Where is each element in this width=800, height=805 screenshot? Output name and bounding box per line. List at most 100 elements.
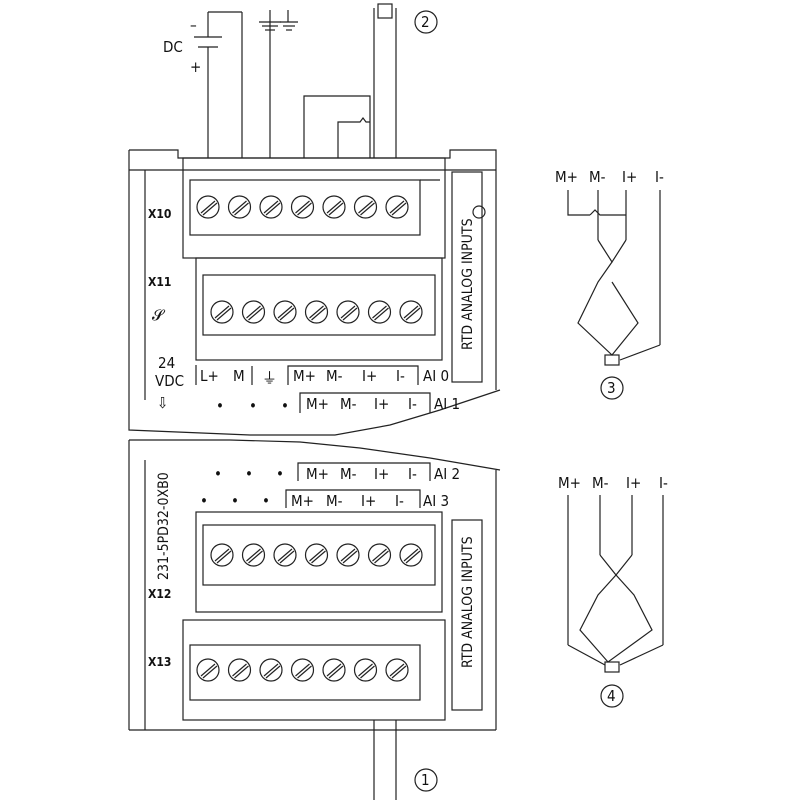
screw-slot	[263, 663, 279, 677]
screw-slot	[297, 665, 312, 679]
ai1-iplus: I+	[374, 395, 389, 413]
screw-slot	[214, 305, 230, 319]
dc-label: DC	[163, 38, 183, 56]
screw-x12-icon	[210, 543, 234, 567]
screw-slot	[279, 550, 295, 564]
dot-marker: •	[276, 465, 284, 483]
connector-x13: X13	[148, 655, 171, 669]
ai2-mminus: M-	[340, 465, 357, 483]
callout-4: 4	[607, 687, 616, 705]
screw-x12-icon	[241, 543, 266, 567]
screw-x11-icon	[241, 300, 266, 324]
ai1-mminus: M-	[340, 395, 357, 413]
screw-x13-icon	[385, 658, 409, 682]
screw-slot	[358, 663, 373, 677]
screw-slot	[374, 550, 389, 564]
ai3-iplus: I+	[361, 492, 376, 510]
screw-slot	[200, 663, 216, 677]
callout-circle-1	[414, 768, 438, 792]
dc-supply-symbol	[194, 11, 243, 158]
channel-ai1: AI 1	[434, 395, 460, 413]
screw-slot	[200, 200, 216, 214]
side-label-top: RTD ANALOG INPUTS	[460, 218, 476, 350]
rtd-wiring-4	[567, 495, 664, 673]
screw-slot	[372, 548, 387, 562]
screw-slot	[360, 202, 375, 216]
screw-slot	[277, 548, 293, 562]
ai0-mminus: M-	[326, 367, 343, 385]
screw-slot	[340, 548, 356, 562]
rtd3-iminus: I-	[655, 168, 664, 186]
module-housing-top	[128, 149, 501, 436]
screw-x11-icon	[336, 300, 360, 324]
siemens-logo-icon: 𝓢	[152, 306, 166, 324]
screw-slot	[263, 200, 279, 214]
screw-slot	[248, 550, 263, 564]
dot-marker: •	[214, 465, 222, 483]
screw-slot	[403, 548, 419, 562]
cable-callout-2	[303, 3, 397, 158]
callout-3: 3	[607, 379, 616, 397]
screw-slot	[248, 307, 263, 321]
callout-1: 1	[421, 771, 430, 789]
ai2-mplus: M+	[306, 465, 329, 483]
ai0-mplus: M+	[293, 367, 316, 385]
screw-slot	[277, 305, 293, 319]
screw-slot	[405, 550, 421, 564]
ai0-iplus: I+	[362, 367, 377, 385]
screw-slot	[246, 548, 261, 562]
screw-slot	[342, 307, 358, 321]
screw-slot	[374, 307, 389, 321]
side-label-bottom: RTD ANALOG INPUTS	[460, 536, 476, 668]
ai1-iminus: I-	[408, 395, 417, 413]
screw-x11-icon	[304, 300, 329, 324]
screw-slot	[216, 550, 232, 564]
term-m: M	[233, 367, 245, 385]
dc-minus: –	[190, 16, 197, 34]
screw-x11-icon	[210, 300, 234, 324]
screw-slot	[311, 307, 326, 321]
callout-circle-3	[600, 376, 624, 400]
screw-slot	[326, 200, 342, 214]
screw-slot	[246, 305, 261, 319]
channel-ai0: AI 0	[423, 367, 449, 385]
channel-ai3: AI 3	[423, 492, 449, 510]
screw-x10-icon	[227, 195, 252, 219]
screw-slot	[309, 305, 324, 319]
channel-ai2: AI 2	[434, 465, 460, 483]
screw-slot	[405, 307, 421, 321]
screw-slot	[234, 202, 249, 216]
dot-marker: •	[231, 492, 239, 510]
screw-slot	[232, 663, 247, 677]
down-arrow-icon: ⇩	[157, 394, 168, 412]
screw-x13-icon	[322, 658, 346, 682]
rtd4-mplus: M+	[558, 474, 581, 492]
screw-x12-icon	[273, 543, 297, 567]
callout-circle-4	[600, 684, 624, 708]
screw-x10-icon	[322, 195, 346, 219]
screw-x10-icon	[196, 195, 220, 219]
ground-icon: ⏚	[262, 369, 277, 387]
connector-x11: X11	[148, 275, 171, 289]
screw-slot	[295, 200, 310, 214]
screw-x13-icon	[227, 658, 252, 682]
ai2-iminus: I-	[408, 465, 417, 483]
part-number: 231-5PD32-0XB0	[156, 472, 172, 580]
screw-slot	[328, 665, 344, 679]
screw-x12-icon	[336, 543, 360, 567]
ground-symbol	[259, 10, 281, 158]
screw-slot	[389, 663, 405, 677]
screw-slot	[403, 305, 419, 319]
ai1-mplus: M+	[306, 395, 329, 413]
dc-plus: +	[190, 58, 201, 76]
connector-x10: X10	[148, 207, 171, 221]
screw-slot	[328, 202, 344, 216]
screw-slot	[342, 550, 358, 564]
dot-marker: •	[281, 397, 289, 415]
screw-slot	[311, 550, 326, 564]
term-lplus: L+	[200, 367, 219, 385]
supply-voltage: 24	[158, 354, 175, 372]
screw-slot	[358, 200, 373, 214]
